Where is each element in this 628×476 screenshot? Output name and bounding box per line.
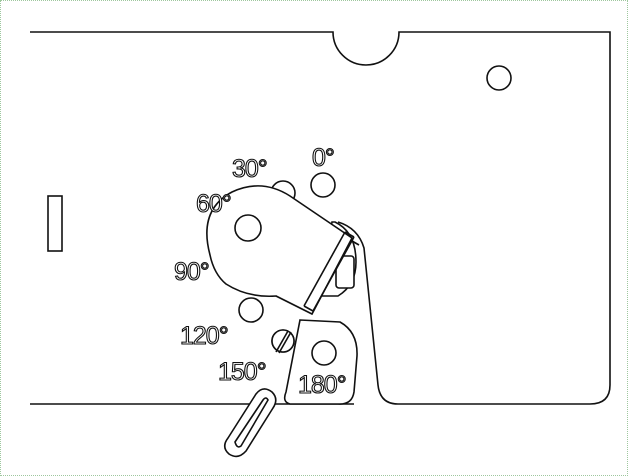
label-90: 90° <box>174 258 209 286</box>
pivot-hole <box>234 214 262 242</box>
mounting-hole <box>486 65 512 91</box>
label-150: 150° <box>218 358 266 386</box>
bracket-tab <box>335 255 355 289</box>
angle-labels: 0° 30° 60° 90° 120° 150° 180° <box>173 143 347 399</box>
label-0: 0° <box>312 144 334 172</box>
hole-0 <box>310 172 336 198</box>
label-120: 120° <box>180 322 228 350</box>
screw <box>271 329 295 354</box>
hinge-bar <box>303 231 360 312</box>
side-slot <box>47 195 63 252</box>
base-plate <box>30 31 611 405</box>
label-180: 180° <box>298 371 346 399</box>
hole-180-front <box>311 340 337 366</box>
hole-120 <box>238 297 264 323</box>
lower-arm <box>223 388 277 458</box>
label-30: 30° <box>232 155 267 183</box>
label-60: 60° <box>196 190 231 218</box>
